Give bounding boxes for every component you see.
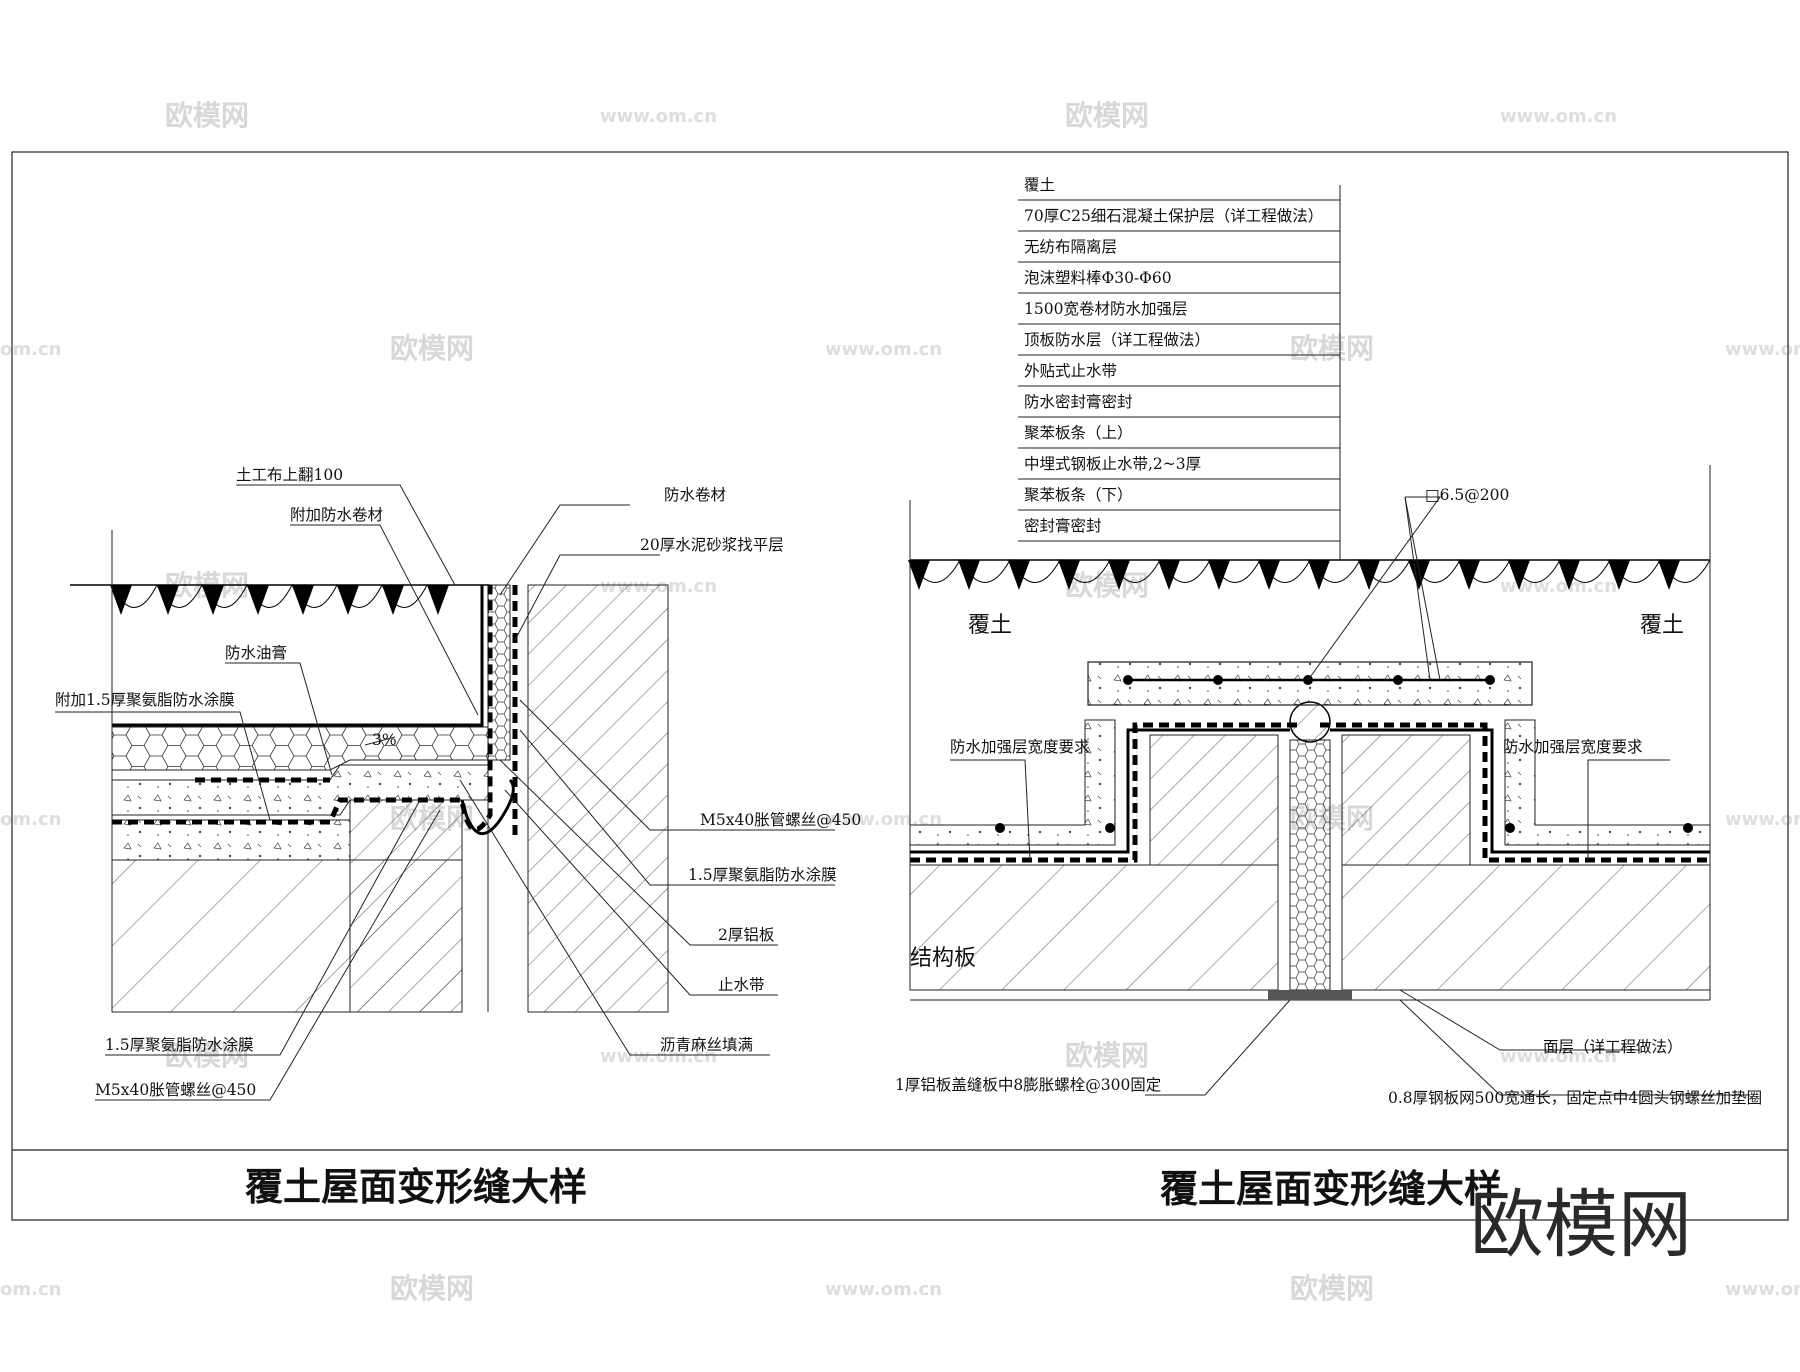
watermark-brand: 欧模网 xyxy=(1065,99,1149,132)
watermark-brand: 欧模网 xyxy=(390,1272,474,1305)
layer-label: 中埋式钢板止水带,2~3厚 xyxy=(1024,455,1201,473)
layer-label: 1500宽卷材防水加强层 xyxy=(1024,300,1187,318)
layer-label: 泡沫塑料棒Φ30-Φ60 xyxy=(1024,269,1172,287)
layer-label: 70厚C25细石混凝土保护层（详工程做法） xyxy=(1024,207,1323,225)
brand-logo: 欧模网 xyxy=(1470,1182,1692,1268)
right-leaders xyxy=(950,496,1750,1096)
watermark-url: www.om.cn xyxy=(1725,339,1800,360)
left-title: 覆土屋面变形缝大样 xyxy=(245,1165,587,1209)
watermark-url: www.om.cn xyxy=(1725,809,1800,830)
label-alu: 2厚铝板 xyxy=(718,926,774,944)
label-geotextile: 土工布上翻100 xyxy=(236,466,343,484)
left-detail: 3% 土工布上翻100 附加防水卷材 防水卷材 20厚水泥砂浆找平层 防水油膏 … xyxy=(55,466,861,1209)
label-coating-right: 1.5厚聚氨脂防水涂膜 xyxy=(688,866,837,884)
label-soil-left: 覆土 xyxy=(968,613,1012,638)
layer-label: 外贴式止水带 xyxy=(1024,362,1117,380)
layer-label: 密封膏密封 xyxy=(1024,517,1102,535)
watermark-url: om.cn xyxy=(0,809,61,830)
watermark-url: www.om.cn xyxy=(1500,106,1617,127)
watermark-url: om.cn xyxy=(0,1279,61,1300)
label-cover-plate: 1厚铝板盖缝板中8膨胀螺栓@300固定 xyxy=(895,1076,1161,1094)
watermark-brand: 欧模网 xyxy=(390,332,474,365)
label-rebar: □6.5@200 xyxy=(1425,486,1509,504)
watermark-brand: 欧模网 xyxy=(1290,1272,1374,1305)
label-add-coating: 附加1.5厚聚氨脂防水涂膜 xyxy=(55,691,235,709)
label-finish: 面层（详工程做法） xyxy=(1543,1038,1683,1056)
watermark-brand: 欧模网 xyxy=(165,99,249,132)
label-waterstop: 止水带 xyxy=(718,976,765,994)
label-steel-mesh: 0.8厚钢板网500宽通长，固定点中4圆头钢螺丝加垫圈 xyxy=(1388,1089,1762,1107)
label-sealant: 防水油膏 xyxy=(225,644,287,662)
label-screw-bottom: M5x40胀管螺丝@450 xyxy=(95,1081,256,1099)
watermark-url: www.om.cn xyxy=(825,339,942,360)
watermark-brand: 欧模网 xyxy=(1065,569,1149,602)
layer-label: 顶板防水层（详工程做法） xyxy=(1024,331,1210,349)
layer-label: 聚苯板条（下） xyxy=(1024,486,1133,504)
layer-label: 防水密封膏密封 xyxy=(1024,393,1133,411)
watermark-url: www.om.cn xyxy=(1500,1046,1617,1067)
layer-label: 无纺布隔离层 xyxy=(1024,238,1117,256)
label-screw-right: M5x40胀管螺丝@450 xyxy=(700,811,861,829)
label-reinforce-right: 防水加强层宽度要求 xyxy=(1503,738,1643,756)
right-detail: 覆土 70厚C25细石混凝土保护层（详工程做法） 无纺布隔离层 泡沫塑料棒Φ30… xyxy=(895,176,1762,1211)
label-screed: 20厚水泥砂浆找平层 xyxy=(640,536,784,554)
left-leaders xyxy=(55,484,835,1101)
watermark-url: om.cn xyxy=(0,339,61,360)
watermark-brand: 欧模网 xyxy=(1065,1039,1149,1072)
drawing-frame xyxy=(11,151,1789,1221)
label-reinforce-left: 防水加强层宽度要求 xyxy=(950,738,1090,756)
layer-table: 覆土 70厚C25细石混凝土保护层（详工程做法） 无纺布隔离层 泡沫塑料棒Φ30… xyxy=(1018,176,1341,560)
label-add-membrane: 附加防水卷材 xyxy=(290,506,383,524)
label-membrane: 防水卷材 xyxy=(664,486,726,504)
layer-label: 覆土 xyxy=(1024,176,1055,194)
watermark-url: www.om.cn xyxy=(1725,1279,1800,1300)
watermark-url: www.om.cn xyxy=(825,1279,942,1300)
label-asphalt: 沥青麻丝填满 xyxy=(660,1036,753,1054)
layer-label: 聚苯板条（上） xyxy=(1024,424,1133,442)
watermark-brand: 欧模网 xyxy=(1290,332,1374,365)
watermark-url: www.om.cn xyxy=(600,106,717,127)
watermark-url: www.om.cn xyxy=(600,1046,717,1067)
right-title: 覆土屋面变形缝大样 xyxy=(1160,1167,1502,1211)
label-slab: 结构板 xyxy=(910,946,976,971)
label-coating-bottom: 1.5厚聚氨脂防水涂膜 xyxy=(105,1036,254,1054)
label-soil-right: 覆土 xyxy=(1640,613,1684,638)
